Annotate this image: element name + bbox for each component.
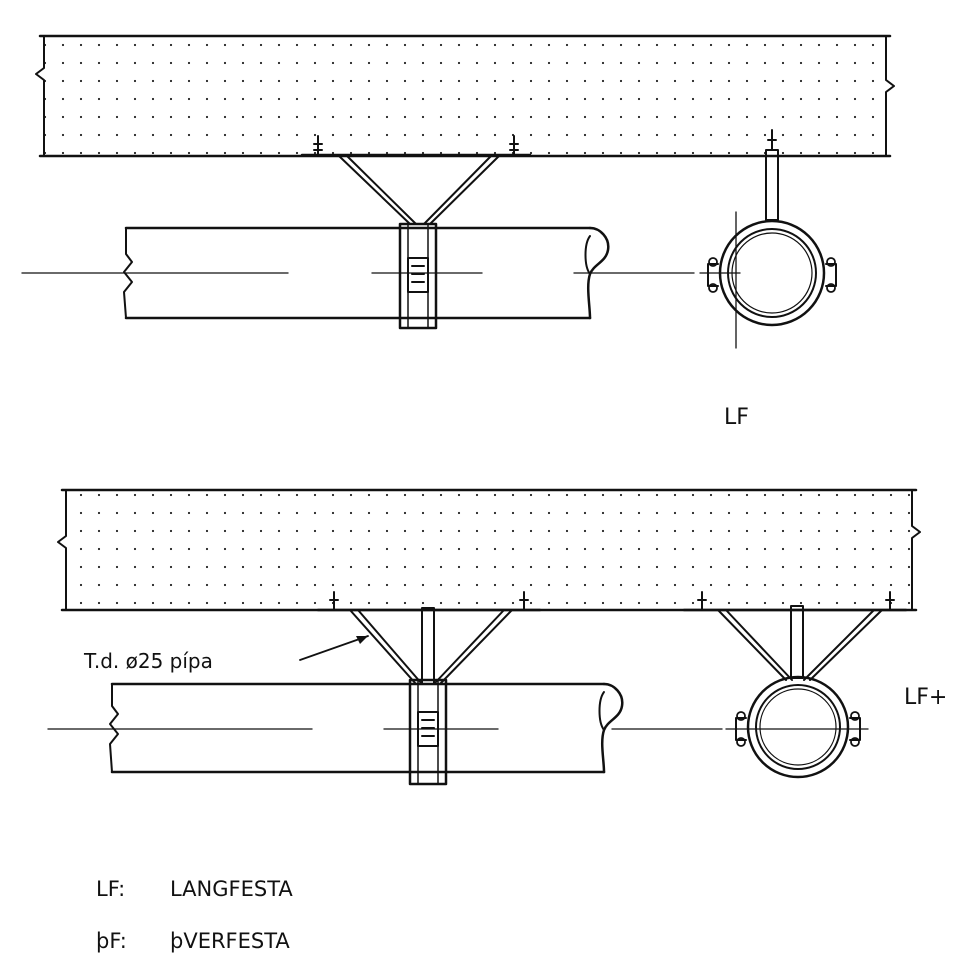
annotation-leader — [299, 635, 369, 661]
concrete-slab-top — [35, 34, 895, 158]
concrete-slab-bottom — [57, 488, 921, 612]
detail-bottom: T.d. ø25 pípa — [47, 488, 947, 786]
legend-text-2: þVERFESTA — [170, 929, 290, 953]
legend: LF: LANGFESTA þF: þVERFESTA — [96, 877, 293, 953]
pipe-clamp-band-top — [398, 222, 438, 330]
v-bracket-top — [300, 135, 532, 225]
legend-text-1: LANGFESTA — [170, 877, 293, 901]
pipe-section-clamp-bottom — [682, 591, 908, 779]
legend-code-1: LF: — [96, 877, 125, 901]
view-label-lf-plus: LF+ — [904, 685, 947, 710]
pipe-side-bottom — [109, 682, 624, 774]
pipe-clamp-band-bottom — [408, 678, 448, 786]
view-label-lf: LF — [724, 405, 749, 430]
legend-code-2: þF: — [96, 929, 127, 953]
annotation-label: T.d. ø25 pípa — [83, 649, 213, 673]
v-bracket-bottom-left — [316, 591, 542, 685]
detail-top: LF — [21, 34, 895, 430]
pipe-section-clamp-top — [699, 129, 837, 349]
pipe-side-top — [123, 226, 610, 320]
